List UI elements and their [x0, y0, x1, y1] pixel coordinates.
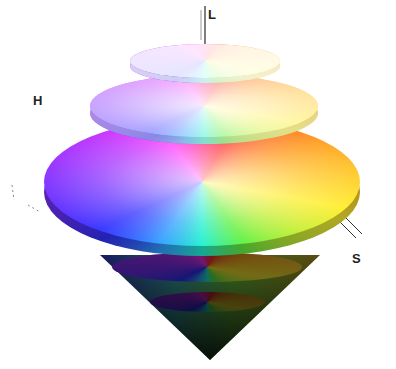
- hue-disc: [130, 44, 280, 78]
- axis-label: S: [352, 252, 361, 265]
- axis-label: L: [208, 8, 216, 21]
- axis-label: H: [33, 94, 42, 107]
- hue-disc: [90, 75, 318, 137]
- lower-tier: [150, 292, 265, 312]
- lower-tier: [112, 252, 302, 282]
